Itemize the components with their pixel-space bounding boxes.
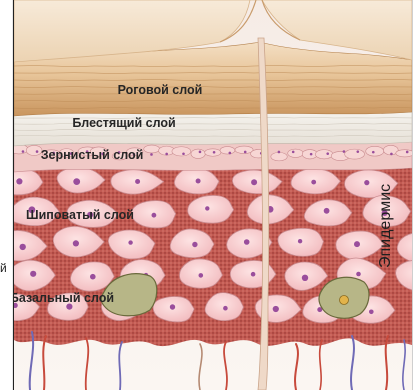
granular-cell	[288, 149, 303, 157]
granule-dot	[229, 152, 232, 155]
cell-nucleus	[302, 275, 308, 281]
cell-nucleus	[192, 242, 197, 247]
cell-nucleus	[413, 271, 418, 276]
granule-dot	[326, 152, 329, 155]
label-lucid-layer: Блестящий слой	[72, 116, 175, 130]
granule-dot	[390, 153, 393, 156]
granule-dot	[372, 151, 375, 154]
label-spinous-layer: Шиповатый слой	[26, 208, 134, 222]
cell-nucleus	[273, 306, 279, 312]
label-epidermis: Эпидермис	[377, 184, 394, 268]
cell-nucleus	[170, 304, 175, 309]
cell-nucleus	[324, 208, 330, 214]
granule-dot	[356, 150, 359, 153]
label-granular-layer: Зернистый слой	[41, 148, 144, 162]
cell-nucleus	[223, 306, 228, 311]
granule-dot	[182, 152, 185, 155]
cell-nucleus	[152, 213, 157, 218]
cell-nucleus	[311, 180, 316, 185]
keratinocyte-cell	[188, 195, 234, 223]
cell-nucleus	[251, 272, 256, 277]
cell-nucleus	[205, 206, 209, 210]
cell-nucleus	[369, 310, 374, 315]
granular-cell	[172, 147, 191, 156]
granule-dot	[292, 151, 295, 154]
granular-cell	[144, 145, 160, 153]
cell-nucleus	[354, 241, 360, 247]
cell-nucleus	[135, 179, 140, 184]
cell-nucleus	[364, 180, 369, 185]
cell-nucleus	[90, 274, 96, 280]
granule-dot	[278, 151, 281, 154]
label-horny-layer: Роговой слой	[118, 83, 203, 97]
cell-nucleus	[244, 239, 250, 245]
cell-nucleus	[73, 178, 80, 185]
label-basal-layer: Базальный слой	[10, 291, 114, 305]
cell-nucleus	[196, 179, 201, 184]
cell-nucleus	[298, 239, 302, 243]
cell-nucleus	[128, 240, 132, 244]
granular-cell	[396, 150, 414, 157]
cell-nucleus	[199, 273, 204, 278]
cell-nucleus	[73, 240, 79, 246]
cell-nucleus	[251, 179, 257, 185]
granule-dot	[36, 150, 39, 153]
cell-nucleus	[356, 272, 361, 277]
granule-dot	[213, 151, 216, 154]
left-edge-glyph: й	[0, 261, 7, 275]
granule-dot	[150, 153, 153, 156]
granular-cell	[366, 146, 384, 156]
cell-nucleus	[16, 178, 22, 184]
granular-cell	[345, 149, 365, 159]
melanin-granule	[340, 296, 349, 305]
granule-dot	[199, 151, 202, 154]
granular-cell	[26, 145, 42, 155]
cell-nucleus	[30, 271, 36, 277]
granular-cell	[191, 149, 205, 158]
granular-cell	[271, 152, 287, 161]
granular-cell	[220, 147, 235, 155]
granule-dot	[406, 151, 409, 154]
granule-dot	[165, 153, 168, 156]
granule-dot	[310, 153, 313, 156]
cell-nucleus	[20, 244, 26, 250]
granular-cell	[315, 150, 332, 159]
granule-dot	[22, 150, 25, 153]
granule-dot	[244, 151, 247, 154]
